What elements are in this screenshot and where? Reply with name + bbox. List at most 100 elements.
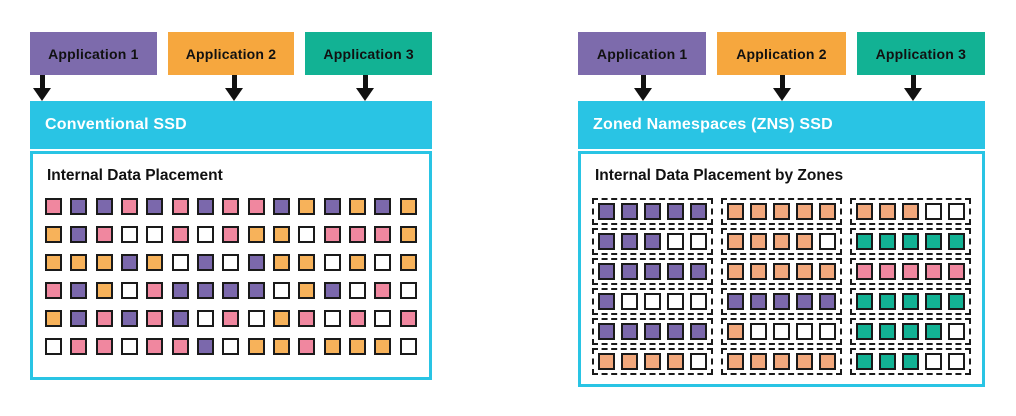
- zns-ssd-box: Zoned Namespaces (ZNS) SSD Internal Data…: [578, 101, 985, 387]
- data-block-teal: [925, 323, 942, 340]
- data-block-pink: [146, 338, 164, 355]
- zone-box: [721, 258, 842, 285]
- data-block-peach: [879, 203, 896, 220]
- zone-box: [721, 348, 842, 375]
- data-block-orange: [273, 310, 291, 327]
- data-block-teal: [902, 353, 919, 370]
- data-block-peach: [750, 353, 767, 370]
- data-block-white: [925, 353, 942, 370]
- data-block-purple: [197, 254, 215, 271]
- data-block-white: [948, 203, 965, 220]
- zone-row: [592, 288, 971, 315]
- data-block-peach: [819, 203, 836, 220]
- data-block-peach: [773, 353, 790, 370]
- data-block-purple: [197, 282, 215, 299]
- data-block-orange: [298, 198, 316, 215]
- zone-box: [721, 198, 842, 225]
- arrow-down-icon: [634, 75, 652, 101]
- data-block-pink: [95, 310, 113, 327]
- data-block-purple: [171, 310, 189, 327]
- zone-box: [850, 228, 971, 255]
- data-block-pink: [902, 263, 919, 280]
- data-block-peach: [644, 353, 661, 370]
- data-block-peach: [773, 233, 790, 250]
- data-block-orange: [298, 282, 316, 299]
- data-block-orange: [349, 338, 367, 355]
- zone-box: [850, 318, 971, 345]
- data-block-peach: [750, 233, 767, 250]
- conventional-ssd-box: Conventional SSD Internal Data Placement: [30, 101, 432, 380]
- data-block-purple: [146, 198, 164, 215]
- data-block-white: [644, 293, 661, 310]
- data-block-orange: [45, 254, 62, 271]
- data-block-white: [146, 226, 164, 243]
- data-block-peach: [750, 203, 767, 220]
- data-block-pink: [948, 263, 965, 280]
- data-block-pink: [856, 263, 873, 280]
- data-block-purple: [644, 233, 661, 250]
- data-block-white: [222, 338, 240, 355]
- data-block-pink: [45, 282, 62, 299]
- ssd-title-bar: Zoned Namespaces (ZNS) SSD: [578, 101, 985, 149]
- data-block-teal: [856, 353, 873, 370]
- ssd-body: Internal Data Placement: [30, 151, 432, 380]
- data-block-white: [399, 282, 417, 299]
- data-block-white: [121, 338, 139, 355]
- data-block-peach: [819, 353, 836, 370]
- application-3-box: Application 3: [856, 32, 985, 75]
- data-block-orange: [349, 254, 367, 271]
- data-block-white: [819, 323, 836, 340]
- applications-row: Application 1 Application 2 Application …: [30, 32, 433, 75]
- data-block-purple: [197, 338, 215, 355]
- data-block-orange: [146, 254, 164, 271]
- data-block-white: [323, 254, 341, 271]
- data-block-orange: [247, 226, 265, 243]
- data-block-teal: [879, 233, 896, 250]
- data-block-peach: [819, 263, 836, 280]
- data-block-purple: [273, 198, 291, 215]
- data-block-pink: [374, 282, 392, 299]
- data-block-purple: [197, 198, 215, 215]
- data-block-purple: [644, 203, 661, 220]
- data-block-peach: [598, 353, 615, 370]
- data-block-pink: [298, 338, 316, 355]
- data-block-purple: [121, 310, 139, 327]
- data-block-purple: [598, 203, 615, 220]
- arrow-down-icon: [33, 75, 51, 101]
- data-block-pink: [146, 310, 164, 327]
- application-2-box: Application 2: [167, 32, 295, 75]
- application-2-box: Application 2: [717, 32, 846, 75]
- data-block-orange: [399, 198, 417, 215]
- data-block-teal: [948, 233, 965, 250]
- zone-box: [592, 258, 713, 285]
- data-block-purple: [773, 293, 790, 310]
- data-block-pink: [171, 338, 189, 355]
- zone-box: [721, 228, 842, 255]
- data-block-white: [690, 353, 707, 370]
- placement-title: Internal Data Placement by Zones: [595, 167, 844, 184]
- data-block-teal: [925, 233, 942, 250]
- grid-row: [45, 310, 417, 327]
- data-block-peach: [796, 203, 813, 220]
- data-block-purple: [247, 282, 265, 299]
- data-block-purple: [727, 293, 744, 310]
- zns-ssd-panel: Application 1 Application 2 Application …: [578, 32, 985, 387]
- data-block-teal: [856, 323, 873, 340]
- data-block-purple: [690, 203, 707, 220]
- zone-box: [592, 228, 713, 255]
- zone-row: [592, 258, 971, 285]
- data-block-orange: [298, 254, 316, 271]
- data-block-pink: [222, 226, 240, 243]
- grid-row: [45, 338, 417, 355]
- data-block-white: [374, 254, 392, 271]
- data-block-white: [121, 282, 139, 299]
- data-block-white: [750, 323, 767, 340]
- arrow-down-icon: [904, 75, 922, 101]
- data-block-teal: [902, 323, 919, 340]
- data-block-purple: [70, 282, 88, 299]
- data-block-white: [667, 233, 684, 250]
- data-block-teal: [879, 323, 896, 340]
- data-block-white: [819, 233, 836, 250]
- zoned-placement-grid: [591, 198, 972, 375]
- zone-box: [850, 198, 971, 225]
